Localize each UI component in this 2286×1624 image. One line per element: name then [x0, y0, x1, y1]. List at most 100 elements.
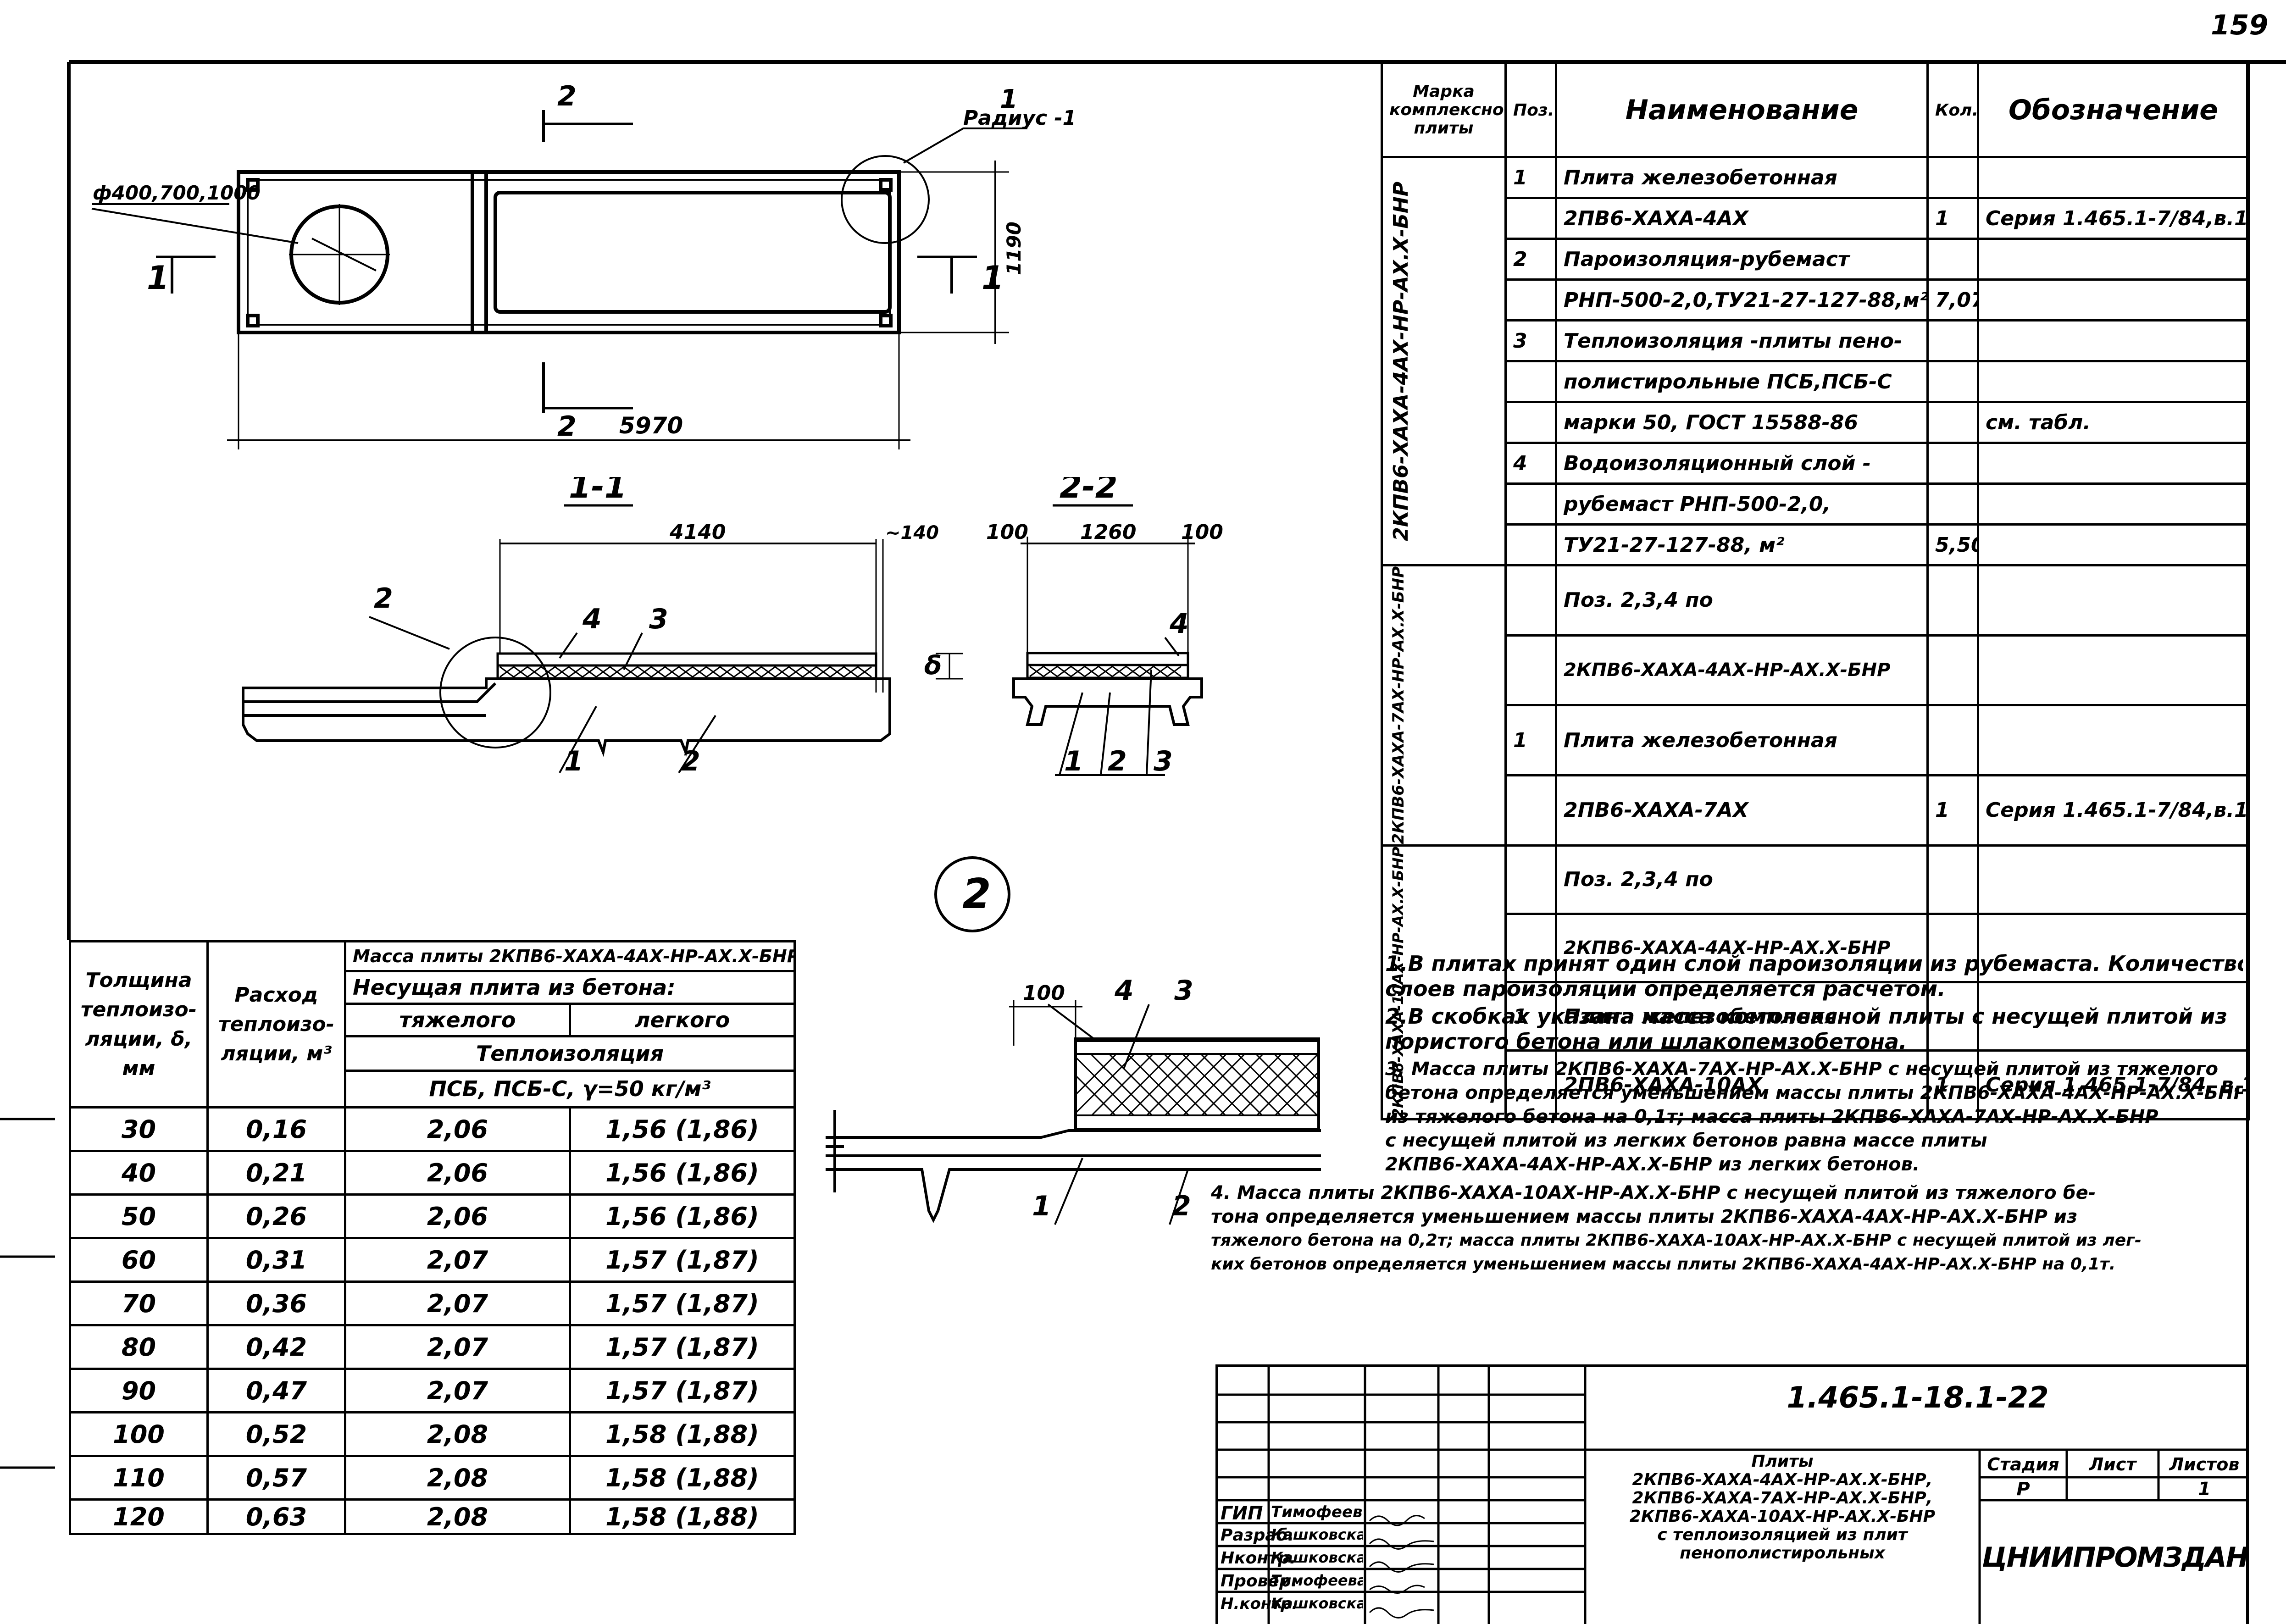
spec-name: Поз. 2,3,4 по: [1555, 844, 1929, 915]
spec-row: 4 Водоизоляционный слой -: [1382, 442, 2250, 485]
ins-volume: 0,57: [206, 1455, 346, 1501]
spec-row: 2ПВ6-ХАХА-10АХ 1 Серия 1.465.1-7/84, в.1: [1382, 1049, 2250, 1120]
ins-volume: 0,52: [206, 1411, 346, 1457]
section-2-2-dim-mid: 1260: [1080, 521, 1136, 544]
ins-light-cell: 1,57 (1,87): [569, 1237, 796, 1283]
ins-header-row: тяжелого легкого: [70, 1003, 796, 1037]
spec-designation: Серия 1.465.1-7/84,в.1: [1977, 774, 2250, 847]
title-block-person: Тимофеева: [1271, 1572, 1363, 1589]
spec-row: ТУ21-27-127-88, м² 5,50: [1382, 523, 2250, 566]
ins-heavy: 2,06: [344, 1150, 571, 1196]
spec-designation: см. табл.: [1977, 401, 2250, 444]
note-line: пористого бетона или шлакопемзобетона.: [1385, 1029, 1907, 1054]
spec-qty: [1926, 844, 1979, 915]
spec-name: Поз. 2,3,4 по: [1555, 564, 1929, 637]
spec-row: 1 Плита железобетонная: [1382, 704, 2250, 776]
spec-qty: 1: [1926, 774, 1979, 847]
ins-light-alt: (1,86): [675, 1114, 759, 1144]
desc-line: пенополистирольных: [1680, 1544, 1885, 1563]
title-block-sheets-label: Листов: [2169, 1454, 2240, 1474]
ins-volume: 0,47: [206, 1368, 346, 1413]
spec-name: Плита железобетонная: [1555, 156, 1929, 199]
note-line: 2.В скобках указана масса комплексной пл…: [1385, 1004, 2227, 1029]
spec-header-row: Марка комплексной плиты Поз. Наименовани…: [1381, 62, 2250, 158]
section-1-1: 1-1 4140 ~140 δ 2 4 3 1 2: [242, 477, 963, 777]
ins-light: 1,58: [605, 1463, 667, 1492]
spec-qty: 1: [1926, 197, 1979, 240]
ins-row: 30 0,16 2,06 1,56 (1,86): [69, 1106, 796, 1152]
ins-header-consumption: Расход теплоизо-ляции, м³: [206, 940, 346, 1109]
spec-qty: [1926, 238, 1979, 281]
section-2-2: 2-2 100 1260 100 4 1 2 3: [986, 477, 1223, 777]
ins-light-alt: (1,87): [675, 1376, 759, 1405]
spec-name: 2ПВ6-ХАХА-4АХ: [1555, 197, 1929, 240]
spec-mark: 2КПВ6-ХАХА-7АХ-НР-АХ.Х-БНР: [1389, 566, 1408, 844]
spec-name: Водоизоляционный слой -: [1555, 442, 1929, 485]
spec-name: Теплоизоляция -плиты пено-: [1555, 319, 1929, 362]
spec-row: 2КПВ6-ХАХА-4АХ-НР-АХ.Х-БНР: [1382, 912, 2250, 984]
spec-pos: [1504, 1049, 1557, 1120]
plan-hole-dims: ф400,700,1000: [93, 182, 261, 204]
plan-width-dim: 1190: [1003, 222, 1025, 275]
spec-name: марки 50, ГОСТ 15588-86: [1555, 401, 1929, 444]
ins-volume: 0,36: [206, 1280, 346, 1326]
spec-designation: [1977, 523, 2250, 566]
ins-volume: 0,42: [206, 1324, 346, 1370]
note-line: ких бетонов определяется уменьшением мас…: [1211, 1255, 2116, 1274]
title-block-sheet-label: Лист: [2089, 1454, 2136, 1474]
ins-row: 90 0,47 2,07 1,57 (1,87): [69, 1368, 796, 1413]
ins-thickness: 70: [69, 1280, 209, 1326]
spec-qty: 7,07: [1926, 278, 1979, 321]
desc-line: 2КПВ6-ХАХА-7АХ-НР-АХ.Х-БНР,: [1632, 1489, 1933, 1508]
spec-pos: 1: [1504, 981, 1557, 1052]
spec-designation: [1977, 912, 2250, 984]
spec-row: 2КПВ6-ХАХА-4АХ-НР-АХ.Х-БНР 1 Плита желез…: [1381, 156, 2250, 566]
spec-row: 2КПВ6-ХАХА-10АХ-НР-АХ.Х-БНР Поз. 2,3,4 п…: [1381, 844, 2250, 1120]
spec-pos: 4: [1504, 442, 1557, 485]
spec-designation: [1977, 238, 2250, 281]
title-block-grid: [1218, 1367, 2247, 1624]
section-1-1-callout-2b: 2: [681, 745, 700, 777]
spec-name: 2ПВ6-ХАХА-7АХ: [1555, 774, 1929, 847]
ins-row: 40 0,21 2,06 1,56 (1,86): [69, 1150, 796, 1196]
spec-designation: [1977, 564, 2250, 637]
title-block-person: Кашковская: [1271, 1549, 1363, 1566]
spec-designation: [1977, 634, 2250, 707]
ins-thickness: 80: [69, 1324, 209, 1370]
spec-header-designation: Обозначение: [1977, 62, 2250, 158]
ins-light-alt: (1,88): [675, 1502, 759, 1531]
section-1-1-edge-dim: ~140: [885, 522, 939, 543]
note-line: 3. Масса плиты 2КПВ6-ХАХА-7АХ-НР-АХ.Х-БН…: [1385, 1059, 2218, 1080]
spec-designation: [1977, 360, 2250, 403]
desc-line: с теплоизоляцией из плит: [1657, 1525, 1908, 1544]
spec-designation: [1977, 844, 2250, 915]
spec-qty: [1926, 634, 1979, 707]
spec-pos: [1504, 634, 1557, 707]
spec-row: 2 Пароизоляция-рубемаст: [1382, 238, 2250, 281]
ins-row: 100 0,52 2,08 1,58 (1,88): [69, 1411, 796, 1457]
desc-line: 2КПВ6-ХАХА-10АХ-НР-АХ.Х-БНР: [1629, 1507, 1936, 1526]
ins-heavy: 2,08: [344, 1455, 571, 1501]
spec-designation: [1977, 278, 2250, 321]
ins-row: 110 0,57 2,08 1,58 (1,88): [69, 1455, 796, 1501]
section-1-1-title: 1-1: [569, 477, 627, 505]
ins-row: 120 0,63 2,08 1,58 (1,88): [69, 1498, 796, 1535]
detail-2: 2 100 4 3 1 2: [826, 856, 1321, 1225]
spec-mark-cell: 2КПВ6-ХАХА-10АХ-НР-АХ.Х-БНР: [1381, 844, 1507, 1120]
ins-row: 80 0,42 2,07 1,57 (1,87): [69, 1324, 796, 1370]
ins-light: 1,58: [605, 1502, 667, 1531]
ins-row: 70 0,36 2,07 1,57 (1,87): [69, 1280, 796, 1326]
ins-heavy: 2,06: [344, 1193, 571, 1239]
detail-2-callout-1: 1: [1032, 1190, 1051, 1222]
ins-volume: 0,26: [206, 1193, 346, 1239]
ins-light-cell: 1,57 (1,87): [569, 1280, 796, 1326]
ins-volume: 0,63: [206, 1498, 346, 1535]
ins-thickness: 40: [69, 1150, 209, 1196]
spec-qty: [1926, 319, 1979, 362]
spec-pos: [1504, 482, 1557, 526]
spec-qty: [1926, 704, 1979, 776]
ins-heavy: 2,06: [344, 1106, 571, 1152]
spec-header-name: Наименование: [1555, 62, 1929, 158]
spec-row: рубемаст РНП-500-2,0,: [1382, 482, 2250, 526]
title-block-role: Н.контр.: [1221, 1595, 1298, 1613]
